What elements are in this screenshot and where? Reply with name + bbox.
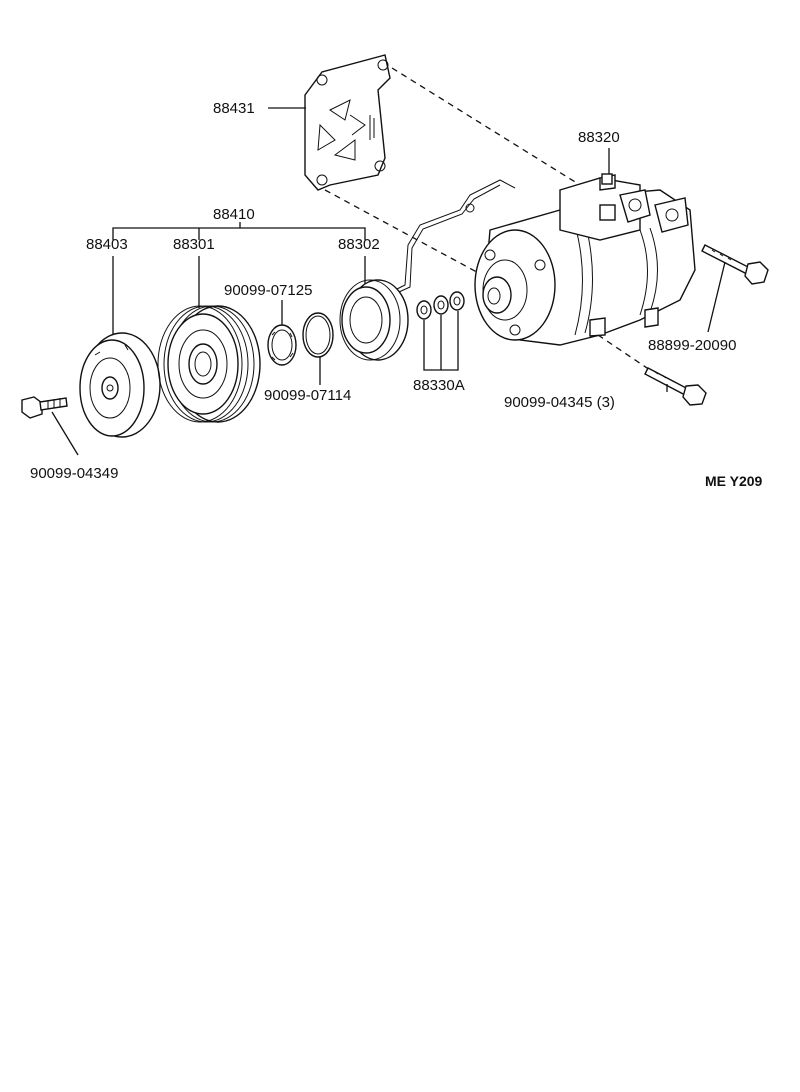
- pressure-plate-88403: [79, 332, 161, 438]
- bolt-90099-04345: [644, 367, 707, 406]
- label-bracket: 88431: [213, 100, 255, 117]
- label-compressor: 88320: [578, 129, 620, 146]
- bolt-88899-20090: [701, 244, 769, 285]
- leader-bolt-front: [51, 411, 79, 456]
- diagram-code: ME Y209: [705, 473, 763, 489]
- label-clutch-assy: 88410: [213, 206, 255, 223]
- leader-shims: [423, 311, 459, 371]
- bracket-88431: [304, 54, 391, 191]
- label-snap-ring-a: 90099-07125: [224, 282, 312, 299]
- label-shims: 88330A: [413, 377, 465, 394]
- bracket-align-line-upper: [391, 67, 581, 186]
- label-snap-ring-b: 90099-07114: [264, 387, 351, 404]
- bolt-comp-align-line: [597, 334, 651, 371]
- label-pressure-plate: 88403: [86, 236, 128, 253]
- shims-88330A: [416, 291, 465, 320]
- label-stator: 88302: [338, 236, 380, 253]
- compressor-88320: [474, 173, 696, 346]
- bolt-90099-04349: [21, 396, 68, 419]
- label-bolt-comp: 90099-04345 (3): [504, 394, 615, 411]
- stator-88302: [339, 279, 409, 361]
- bracket-align-line-lower: [324, 189, 511, 291]
- snap-ring-90099-07125: [267, 324, 297, 366]
- label-pulley: 88301: [173, 236, 215, 253]
- pulley-88301: [157, 305, 261, 423]
- label-bolt-front: 90099-04349: [30, 465, 118, 482]
- stator-wire: [394, 179, 516, 291]
- clutch-assy-bracket: [112, 227, 366, 240]
- leader-bolt-long: [707, 261, 726, 333]
- label-bolt-long: 88899-20090: [648, 337, 736, 354]
- snap-ring-90099-07114: [302, 312, 334, 358]
